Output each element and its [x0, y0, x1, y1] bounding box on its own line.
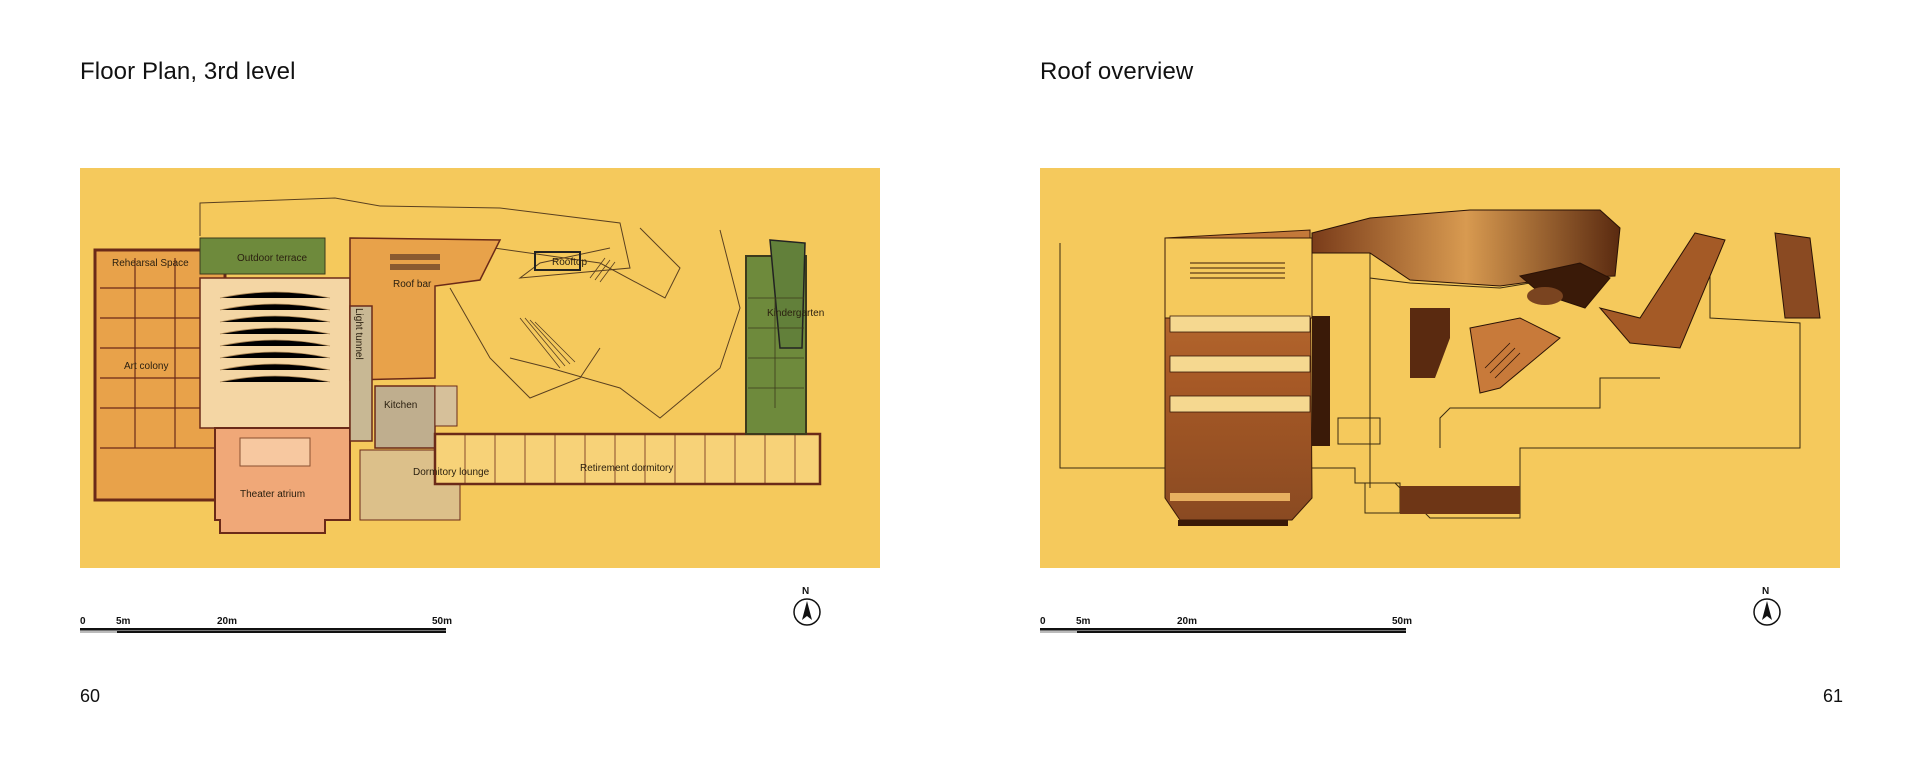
- scale-bar: 0 5m 20m 50m: [80, 614, 460, 640]
- north-label: N: [802, 586, 809, 597]
- room-label-kindergarten: Kindergarten: [767, 308, 824, 319]
- compass-icon: [793, 598, 821, 626]
- scale-bar: 0 5m 20m 50m: [1040, 614, 1420, 640]
- room-label-retirement-dormitory: Retirement dormitory: [580, 463, 673, 474]
- scale-label-20m: 20m: [217, 616, 237, 627]
- room-label-art-colony: Art colony: [124, 361, 168, 372]
- room-label-light-tunnel: Light tunnel: [353, 308, 364, 360]
- room-label-outdoor-terrace: Outdoor terrace: [237, 253, 307, 264]
- scale-label-20m: 20m: [1177, 616, 1197, 627]
- room-label-rehearsal: Rehearsal Space: [112, 258, 189, 269]
- page-title: Floor Plan, 3rd level: [80, 58, 296, 85]
- room-label-dormitory-lounge: Dormitory lounge: [413, 467, 490, 478]
- north-arrow: N: [790, 584, 824, 628]
- floor-plan-drawing: Rehearsal Space Outdoor terrace Roof bar…: [80, 168, 880, 568]
- page-number: 61: [1823, 686, 1844, 706]
- page-title: Roof overview: [1040, 58, 1194, 85]
- scale-label-50m: 50m: [1392, 616, 1412, 627]
- floor-plan-3rd-level: Rehearsal Space Outdoor terrace Roof bar…: [80, 168, 880, 568]
- room-label-rooftop: Rooftop: [552, 257, 587, 268]
- scale-label-5m: 5m: [116, 616, 131, 627]
- scale-label-50m: 50m: [432, 616, 452, 627]
- scale-label-0: 0: [1040, 616, 1046, 627]
- left-page: Floor Plan, 3rd level: [80, 58, 880, 706]
- roof-overview-drawing: [1040, 168, 1840, 568]
- north-label: N: [1762, 586, 1769, 597]
- north-arrow: N: [1750, 584, 1784, 628]
- right-page: Roof overview: [960, 0, 1920, 768]
- page-number: 60: [80, 686, 101, 706]
- compass-icon: [1753, 598, 1781, 626]
- room-label-roof-bar: Roof bar: [393, 279, 432, 290]
- room-label-kitchen: Kitchen: [384, 400, 417, 411]
- scale-label-0: 0: [80, 616, 86, 627]
- room-label-theater-atrium: Theater atrium: [240, 489, 305, 500]
- scale-label-5m: 5m: [1076, 616, 1091, 627]
- roof-overview-plan: [1040, 168, 1840, 568]
